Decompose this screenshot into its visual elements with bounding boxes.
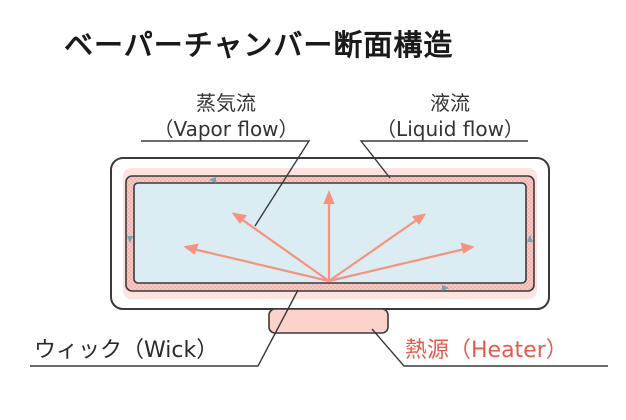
liquid-arrow-left bbox=[127, 236, 133, 243]
vapor-arrow-1 bbox=[188, 246, 330, 283]
wick-leader-line bbox=[30, 289, 299, 367]
vapor-arrow-5 bbox=[328, 246, 470, 283]
vapor-flow-arrows bbox=[183, 190, 475, 283]
diagram-title: ベーパーチャンバー断面構造 bbox=[64, 28, 454, 62]
vapor-arrowhead-3 bbox=[323, 190, 335, 205]
vapor-arrowhead-2 bbox=[231, 212, 248, 224]
liquid-flow-label-jp: 液流 bbox=[430, 91, 470, 115]
vapor-leader-line bbox=[141, 140, 311, 227]
heater-leader-line bbox=[371, 328, 608, 367]
liquid-flow-arrows bbox=[127, 177, 533, 291]
liquid-leader-line bbox=[359, 140, 528, 179]
vapor-flow-label-jp: 蒸気流 bbox=[196, 91, 256, 115]
vapor-arrowhead-4 bbox=[411, 213, 427, 225]
heater-label: 熱源（Heater） bbox=[405, 338, 568, 363]
liquid-flow-label: 液流 （Liquid flow） bbox=[366, 90, 534, 142]
vapor-arrow-2 bbox=[236, 215, 330, 282]
wick-label: ウィック（Wick） bbox=[34, 338, 219, 363]
vapor-flow-label: 蒸気流 （Vapor flow） bbox=[142, 90, 310, 142]
liquid-arrow-right bbox=[527, 235, 533, 242]
vapor-arrow-4 bbox=[328, 216, 422, 282]
liquid-arrow-bottom bbox=[442, 285, 449, 291]
heater-block bbox=[268, 308, 389, 334]
liquid-arrow-top bbox=[209, 177, 216, 183]
vapor-arrowhead-5 bbox=[460, 242, 475, 254]
liquid-flow-label-en: （Liquid flow） bbox=[376, 117, 524, 141]
vapor-arrowhead-1 bbox=[183, 243, 199, 255]
vapor-flow-label-en: （Vapor flow） bbox=[153, 117, 299, 141]
